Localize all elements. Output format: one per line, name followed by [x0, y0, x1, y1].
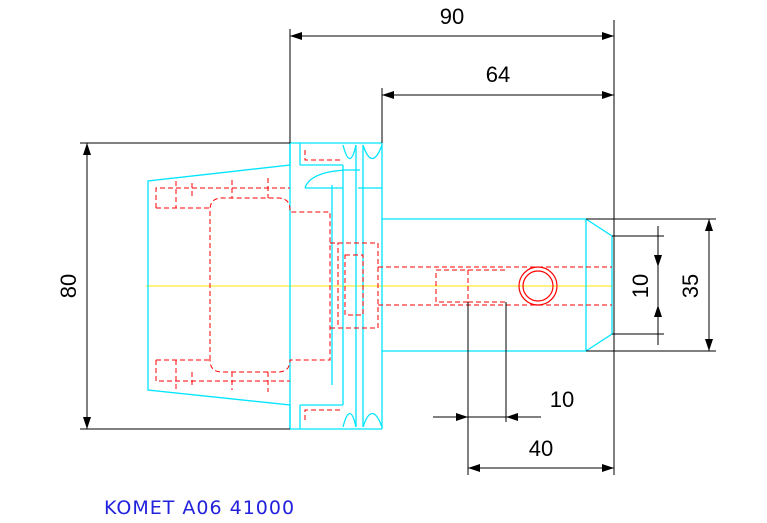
hidden-lines [155, 150, 612, 420]
dim-bore-depth: 40 [529, 436, 553, 461]
drawing-caption: KOMET A06 41000 [104, 497, 296, 519]
dim-shank-diameter: 35 [678, 274, 703, 298]
part-outline [147, 142, 613, 430]
dim-flange-diameter: 80 [56, 274, 81, 298]
dim-overall-length: 90 [440, 4, 464, 29]
dimension-lines [80, 20, 716, 475]
dimension-labels: 90 64 80 35 10 10 40 [56, 4, 703, 461]
cross-hole [518, 266, 558, 306]
dim-bore-width: 10 [550, 387, 574, 412]
dim-shank-length: 64 [486, 62, 510, 87]
dim-bore-diameter: 10 [628, 274, 653, 298]
